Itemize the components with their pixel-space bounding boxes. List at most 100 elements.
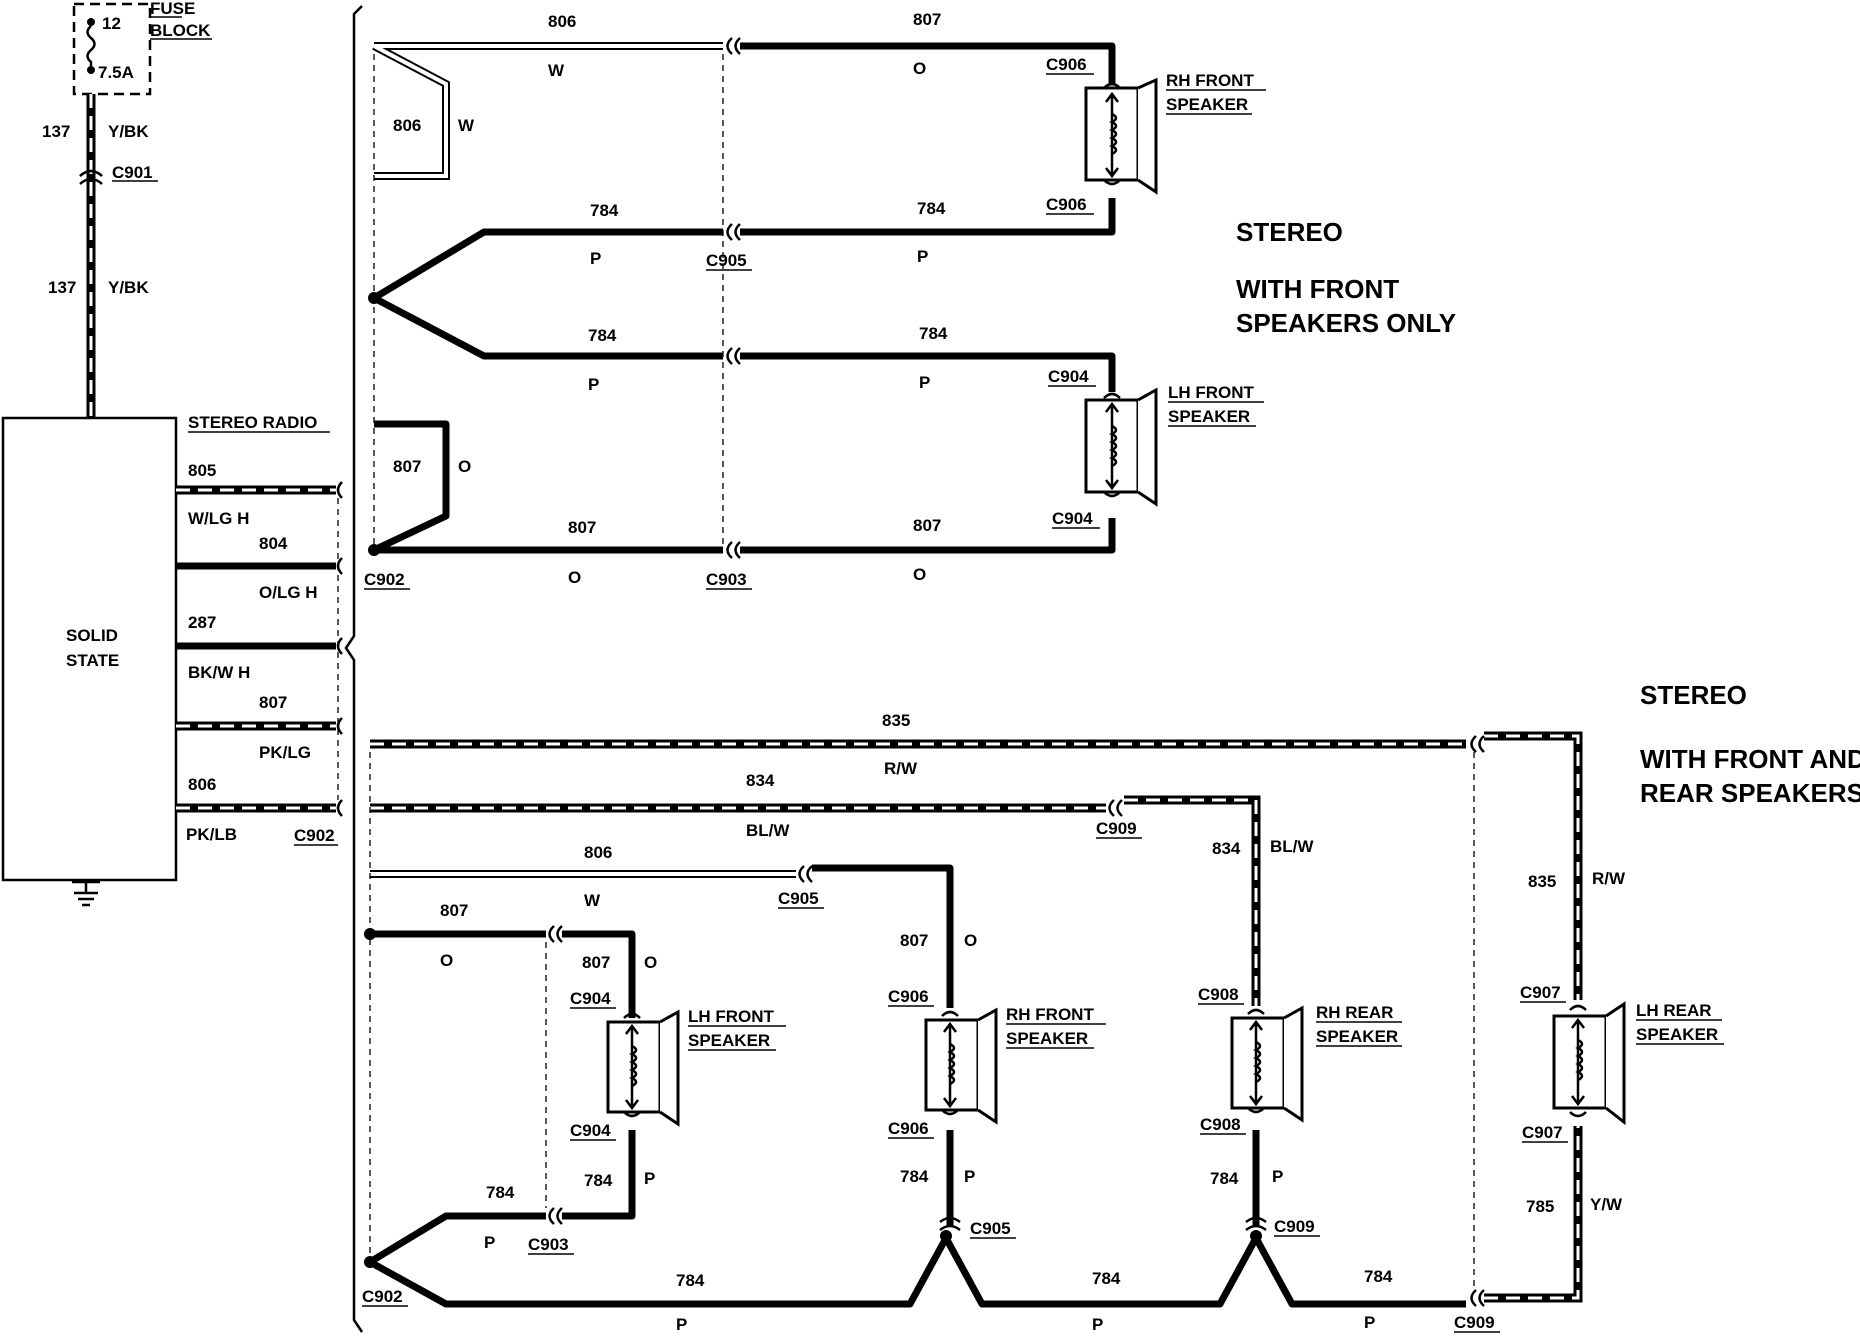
fuse-block-title-1: FUSE	[150, 0, 195, 18]
s2-807top-circuit: 807	[440, 901, 468, 920]
s1-lh-speaker-1: LH FRONT	[1168, 383, 1255, 402]
s2-834-color: BL/W	[746, 821, 790, 840]
s2-806-color: W	[584, 891, 601, 910]
s2-c909-bottom: C909	[1454, 1313, 1495, 1332]
s2-784b3-color: P	[1364, 1313, 1375, 1332]
ground-icon	[72, 880, 100, 907]
s1-rh-c906-bottom: C906	[1046, 195, 1087, 214]
pin-805-color: W/LG H	[188, 509, 249, 528]
s2-785-color: Y/W	[1590, 1195, 1623, 1214]
s1-806-loop-circuit: 806	[393, 116, 421, 135]
s1-807-loop-circuit: 807	[393, 457, 421, 476]
s2-rhr-speaker-1: RH REAR	[1316, 1003, 1393, 1022]
s2-c905-bottom: C905	[970, 1219, 1011, 1238]
s1-784d-color: P	[919, 373, 930, 392]
feed-circuit-2: 137	[48, 278, 76, 297]
s1-lh-c904-top: C904	[1048, 367, 1089, 386]
s2-title-2: WITH FRONT AND	[1640, 744, 1860, 774]
radio-title: STEREO RADIO	[188, 413, 317, 432]
s2-784lhv-circuit: 784	[584, 1171, 613, 1190]
rh-rear-speaker-icon	[1230, 1005, 1304, 1123]
pin-287-circuit: 287	[188, 613, 216, 632]
feed-wire-137: 137 Y/BK C901 137 Y/BK	[42, 94, 158, 418]
s1-title-3: SPEAKERS ONLY	[1236, 308, 1456, 338]
rh-front-speaker-icon	[1084, 77, 1158, 195]
s2-title-1: STEREO	[1640, 680, 1747, 710]
s2-807rh-color: O	[964, 931, 977, 950]
pin-287-color: BK/W H	[188, 663, 250, 682]
s1-806-loop-color: W	[458, 116, 475, 135]
s2-785-circuit: 785	[1526, 1197, 1554, 1216]
s1-784d-circuit: 784	[919, 324, 948, 343]
s2-784lh-circuit: 784	[486, 1183, 515, 1202]
s2-c907-bottom: C907	[1522, 1123, 1563, 1142]
s1-807a-circuit: 807	[568, 518, 596, 537]
s2-c906-bottom: C906	[888, 1119, 929, 1138]
radio-c902-label: C902	[294, 826, 335, 845]
s2-c907-top: C907	[1520, 983, 1561, 1002]
radio-body-2: STATE	[66, 651, 119, 670]
s1-c905: C905	[706, 251, 747, 270]
s2-c903: C903	[528, 1235, 569, 1254]
s2-c904-top: C904	[570, 989, 611, 1008]
s1-c902: C902	[364, 570, 405, 589]
s2-rhf-speaker-1: RH FRONT	[1006, 1005, 1094, 1024]
s2-784rhv-color: P	[964, 1167, 975, 1186]
s1-806-color: W	[548, 61, 565, 80]
brace	[344, 5, 364, 1333]
s1-784c-circuit: 784	[588, 326, 617, 345]
s2-835v-color: R/W	[1592, 869, 1626, 888]
feed-circuit-1: 137	[42, 122, 70, 141]
s2-784b3-circuit: 784	[1364, 1267, 1393, 1286]
s1-807-rh-circuit: 807	[913, 10, 941, 29]
section-front-and-rear: 835 R/W 835 R/W 834 BL/W 834 BL/W 806 W …	[362, 680, 1860, 1334]
radio-pin-wires	[176, 481, 343, 817]
s2-834v-color: BL/W	[1270, 837, 1314, 856]
s2-784lhv-color: P	[644, 1169, 655, 1188]
s2-784b1-color: P	[676, 1315, 687, 1334]
fuse-block-title-2: BLOCK	[150, 21, 211, 40]
s2-784lh-color: P	[484, 1233, 495, 1252]
pin-807-circuit: 807	[259, 693, 287, 712]
s2-c905-top: C905	[778, 889, 819, 908]
s2-c904-bottom: C904	[570, 1121, 611, 1140]
pin-806-color: PK/LB	[186, 825, 237, 844]
s2-784b2-circuit: 784	[1092, 1269, 1121, 1288]
s2-835-circuit: 835	[882, 711, 910, 730]
s2-784rrv-color: P	[1272, 1167, 1283, 1186]
s1-806-circuit: 806	[548, 12, 576, 31]
lh-front-speaker-icon-2	[606, 1009, 680, 1127]
s2-784b2-color: P	[1092, 1315, 1103, 1334]
fuse-rating: 7.5A	[98, 63, 134, 82]
pin-805-circuit: 805	[188, 461, 216, 480]
s2-lhr-speaker-1: LH REAR	[1636, 1001, 1712, 1020]
s1-807-loop-color: O	[458, 457, 471, 476]
s2-rhr-speaker-2: SPEAKER	[1316, 1027, 1398, 1046]
s1-807a-color: O	[568, 568, 581, 587]
s2-lhr-speaker-2: SPEAKER	[1636, 1025, 1718, 1044]
s2-c908-top: C908	[1198, 985, 1239, 1004]
lh-rear-speaker-icon	[1552, 1001, 1626, 1126]
pin-804-circuit: 804	[259, 534, 288, 553]
s2-784rhv-circuit: 784	[900, 1167, 929, 1186]
pin-807-color: PK/LG	[259, 743, 311, 762]
s1-title-2: WITH FRONT	[1236, 274, 1399, 304]
s1-784b-color: P	[917, 247, 928, 266]
s2-lhf-speaker-1: LH FRONT	[688, 1007, 775, 1026]
s1-rh-speaker-1: RH FRONT	[1166, 71, 1254, 90]
s2-835-color: R/W	[884, 759, 918, 778]
s1-lh-speaker-2: SPEAKER	[1168, 407, 1250, 426]
s2-c902: C902	[362, 1287, 403, 1306]
s2-784rrv-circuit: 784	[1210, 1169, 1239, 1188]
pin-806-circuit: 806	[188, 775, 216, 794]
feed-color-2: Y/BK	[108, 278, 149, 297]
s2-rhf-speaker-2: SPEAKER	[1006, 1029, 1088, 1048]
s1-c903: C903	[706, 570, 747, 589]
s2-834-circuit: 834	[746, 771, 775, 790]
fuse-block: 12 7.5A FUSE BLOCK	[72, 0, 212, 96]
s2-c909-top: C909	[1096, 819, 1137, 838]
s1-rh-speaker-2: SPEAKER	[1166, 95, 1248, 114]
s2-c906-top: C906	[888, 987, 929, 1006]
s1-784c-color: P	[588, 375, 599, 394]
s2-834v-circuit: 834	[1212, 839, 1241, 858]
